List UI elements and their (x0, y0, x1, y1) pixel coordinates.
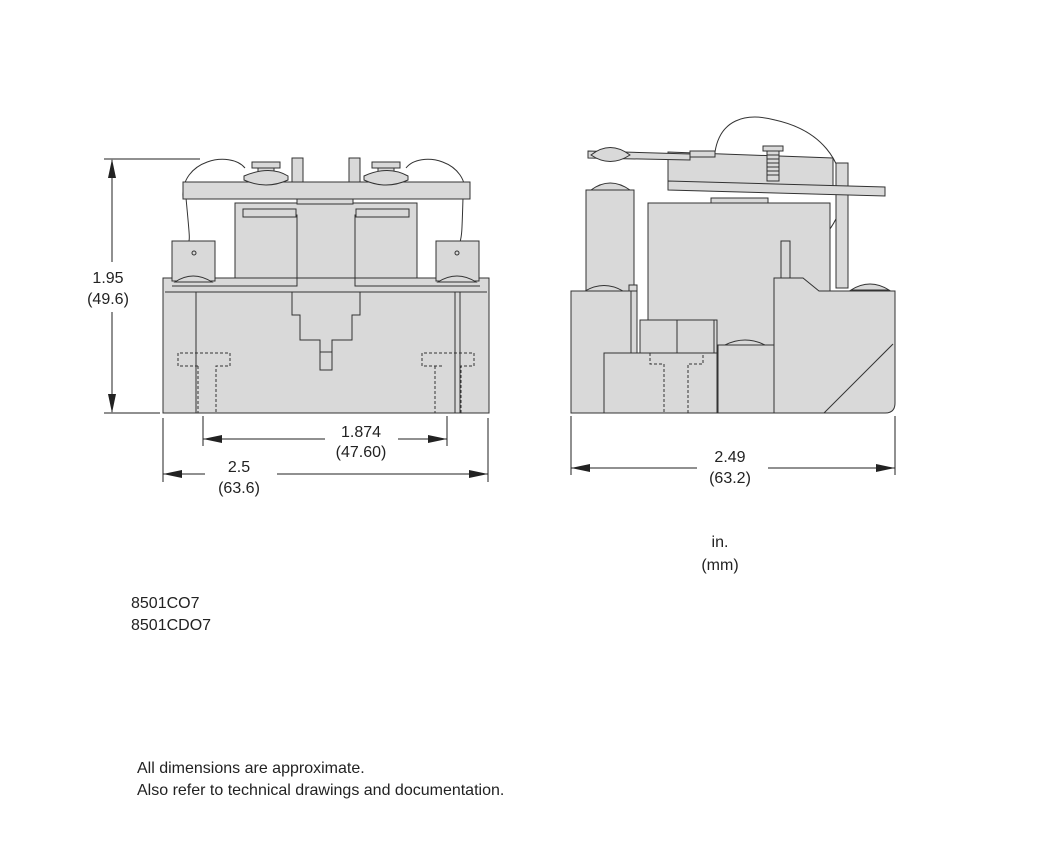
terminal-screw (173, 275, 214, 283)
arrow-head (571, 464, 590, 472)
terminal-post (585, 189, 635, 292)
coil-cap (355, 208, 410, 218)
coil-frame (234, 202, 418, 293)
armature-bar (667, 180, 886, 197)
armature-plate (296, 198, 354, 205)
mount-spacing-mm-label: (47.60) (336, 444, 387, 461)
arrow-head (108, 394, 116, 413)
mount-slot (649, 353, 704, 413)
screw (849, 283, 891, 291)
terminal-hole (454, 250, 460, 256)
contact (243, 170, 289, 186)
units-primary: in. (712, 534, 729, 551)
width-in-label: 2.5 (228, 459, 250, 476)
wire-left-lower (185, 197, 190, 243)
units-secondary: (mm) (701, 557, 738, 574)
mount-slot-right (421, 352, 475, 413)
wire-terminal (780, 240, 791, 279)
front-view (162, 157, 490, 414)
arrow-head (108, 159, 116, 178)
terminal-hole (191, 250, 197, 256)
center-stem (291, 291, 361, 371)
screw-head (371, 161, 401, 169)
width-mm-label: (63.6) (218, 480, 260, 497)
contact (363, 170, 409, 186)
units-legend: in. (mm) (701, 534, 738, 574)
armature-post (348, 157, 361, 183)
model-list: 8501CO7 8501CDO7 (131, 593, 211, 637)
wire-right-lower (459, 197, 464, 243)
mount-slot-left (177, 352, 231, 413)
post-screw (589, 182, 632, 191)
depth-mm-label: (63.2) (709, 470, 751, 487)
height-mm-label: (49.6) (87, 291, 129, 308)
base-diagonal (823, 343, 894, 414)
front-dimensions: 1.95 (49.6) 1.874 (47.60) 2.5 (63.6) (87, 158, 489, 497)
terminal-right (435, 240, 480, 282)
screw-head (251, 161, 281, 169)
armature-post (835, 162, 849, 289)
note-refer: Also refer to technical drawings and doc… (137, 782, 505, 799)
model-number: 8501CO7 (131, 595, 200, 612)
screw (583, 285, 625, 292)
note-approximate: All dimensions are approximate. (137, 760, 365, 777)
arrow-head (469, 470, 488, 478)
arrow-head (203, 435, 222, 443)
coil-cap (242, 208, 297, 218)
armature-bar (182, 181, 471, 200)
spring-coils (767, 154, 779, 176)
arrow-head (163, 470, 182, 478)
base-step (717, 344, 775, 414)
base-right-block (773, 277, 896, 414)
arrow-head (428, 435, 447, 443)
lever-contact (590, 147, 631, 162)
screw (724, 339, 766, 346)
coil-top (710, 197, 769, 204)
depth-in-label: 2.49 (714, 449, 745, 466)
tab (628, 284, 638, 292)
height-in-label: 1.95 (92, 270, 123, 287)
notes: All dimensions are approximate. Also ref… (137, 758, 504, 802)
terminal-screw (436, 275, 478, 283)
model-number: 8501CDO7 (131, 617, 212, 634)
base-foot (603, 352, 718, 414)
lever-clip (689, 150, 716, 158)
mount-spacing-in-label: 1.874 (341, 424, 381, 441)
terminal-left (171, 240, 216, 282)
spring-cap (762, 145, 784, 152)
side-dimensions: 2.49 (63.2) (570, 416, 896, 487)
side-view (570, 116, 896, 414)
armature-post (291, 157, 304, 183)
arrow-head (876, 464, 895, 472)
